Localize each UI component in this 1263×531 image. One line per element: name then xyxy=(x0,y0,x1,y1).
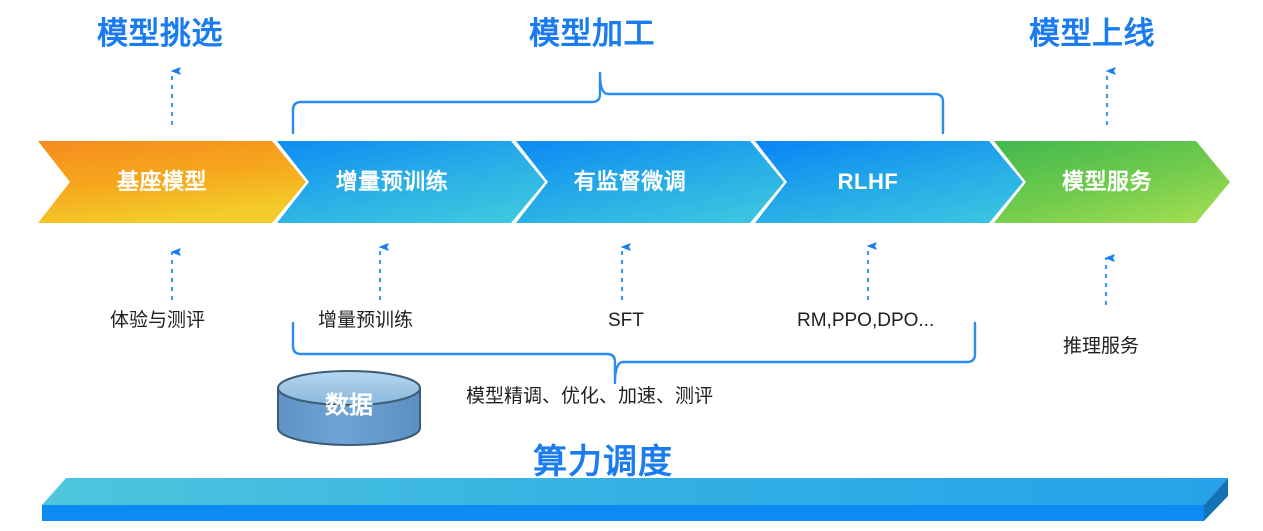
caption-rm-ppo-dpo: RM,PPO,DPO... xyxy=(797,310,935,331)
caption-model-tuning-optimization: 模型精调、优化、加速、测评 xyxy=(466,386,714,407)
stage-label-supervised-finetune: 有监督微调 xyxy=(573,169,687,194)
heading-model-selection: 模型挑选 xyxy=(97,16,223,51)
stage-label-incremental-pretrain: 增量预训练 xyxy=(335,169,449,194)
database-cylinder[interactable] xyxy=(277,370,421,446)
heading-model-launch: 模型上线 xyxy=(1029,16,1155,51)
heading-model-processing: 模型加工 xyxy=(529,16,655,51)
pipeline-stage-model-service[interactable] xyxy=(994,141,1230,223)
stage-label-rlhf: RLHF xyxy=(837,169,899,194)
caption-inference-service: 推理服务 xyxy=(1063,336,1140,357)
stage-label-base-model: 基座模型 xyxy=(116,169,207,194)
pipeline-stage-incremental-pretrain[interactable] xyxy=(277,141,545,223)
top-brace xyxy=(291,71,945,135)
stage-label-model-service: 模型服务 xyxy=(1061,169,1152,194)
banner-title-compute-scheduling: 算力调度 xyxy=(533,443,673,481)
database-label: 数据 xyxy=(325,392,373,419)
compute-scheduling-slab xyxy=(42,478,1228,521)
caption-experience-eval: 体验与测评 xyxy=(110,310,206,331)
bottom-brace xyxy=(291,321,977,385)
pipeline-stage-rlhf[interactable] xyxy=(755,141,1023,223)
pipeline-stage-supervised-finetune[interactable] xyxy=(516,141,784,223)
caption-sft: SFT xyxy=(608,310,644,331)
caption-incremental-pretrain: 增量预训练 xyxy=(318,310,414,331)
pipeline-stage-base-model[interactable] xyxy=(38,141,306,223)
